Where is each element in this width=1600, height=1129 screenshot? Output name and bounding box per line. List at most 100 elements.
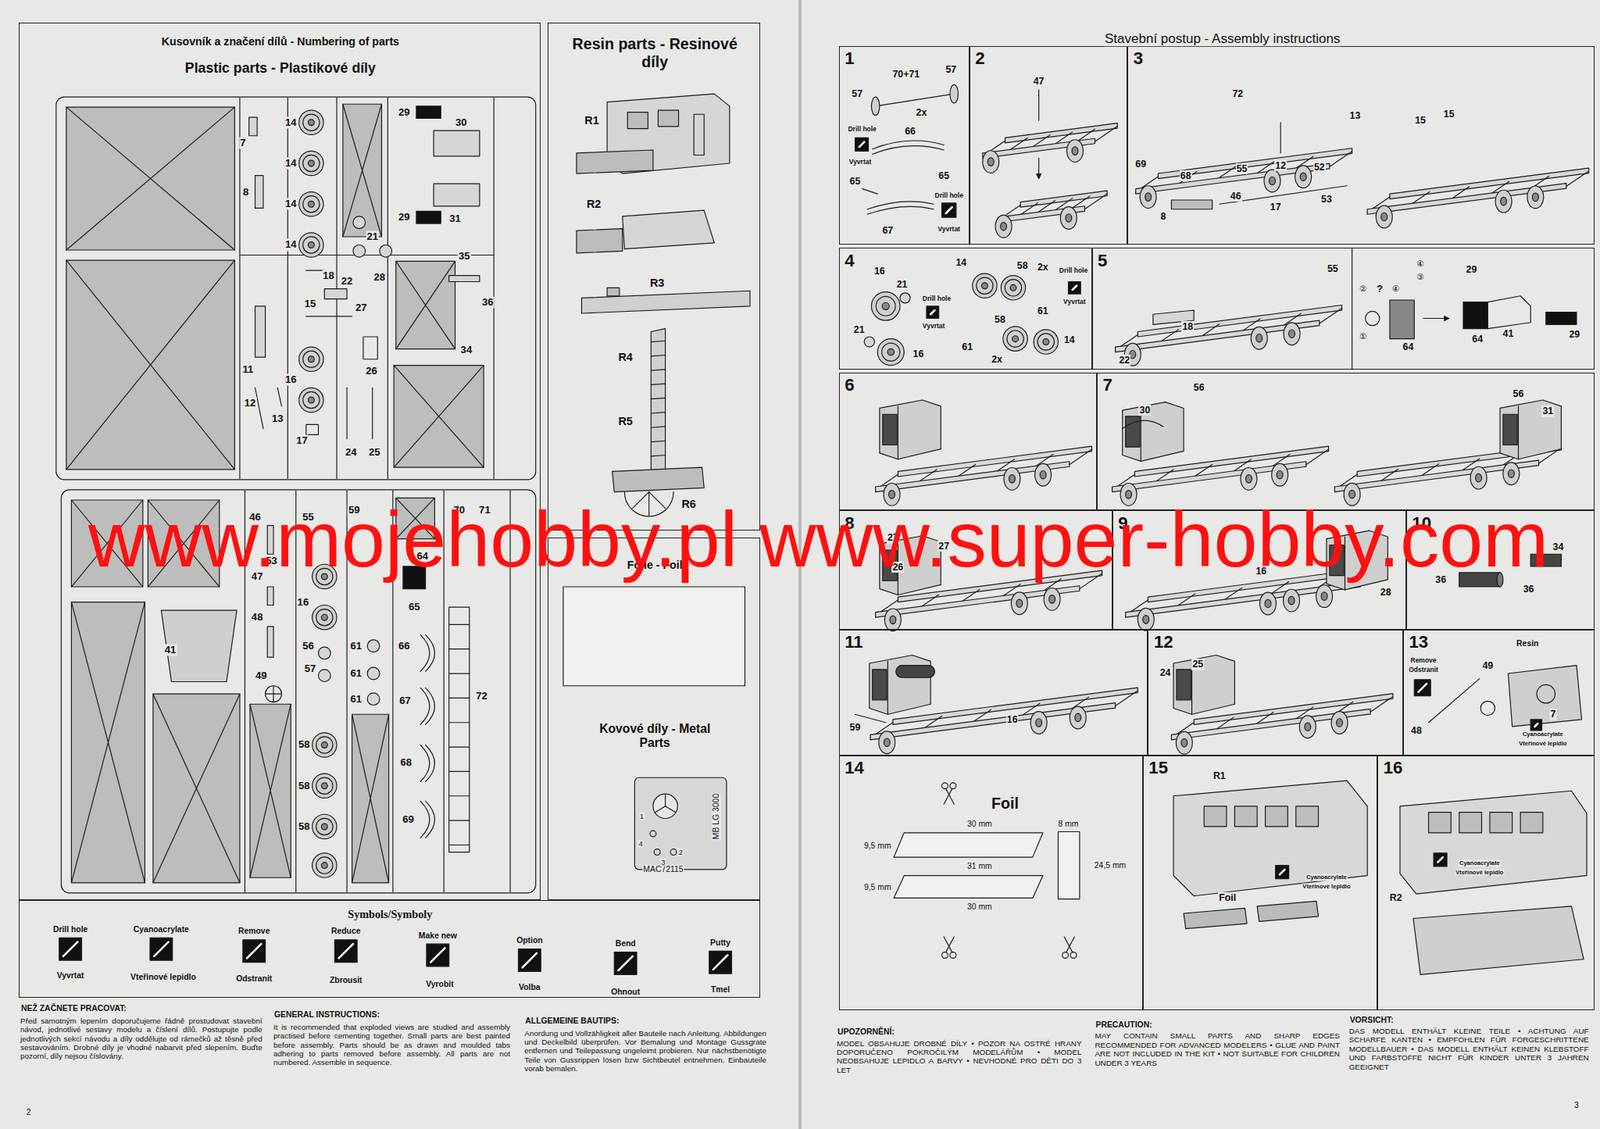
callout-label: 66	[903, 125, 917, 137]
wheel-rim	[303, 236, 320, 254]
line-art	[371, 387, 373, 439]
frame-rail	[1112, 461, 1307, 493]
symbol-icon	[855, 137, 869, 151]
ladder-rung	[650, 426, 665, 428]
wheel-rim	[303, 154, 320, 172]
cross-member	[1329, 151, 1353, 168]
engine-hood	[869, 655, 931, 715]
symbol-icon	[614, 952, 637, 975]
wheel-part	[299, 192, 324, 217]
symbol-icon-mark	[1418, 683, 1427, 692]
note-text: MAY CONTAIN SMALL PARTS AND SHARP EDGES …	[1094, 1031, 1340, 1068]
sprue-part	[250, 703, 291, 878]
callout-label: Zbrousit	[328, 975, 364, 986]
wheel-part	[982, 150, 1000, 174]
callout-label: 16	[284, 373, 298, 386]
bus-window	[1203, 806, 1227, 827]
callout-label: 18	[1181, 321, 1194, 333]
callout-label: 48	[1410, 725, 1423, 736]
bus-body	[1173, 780, 1368, 897]
ladder-rung	[449, 820, 470, 822]
axle	[875, 93, 955, 107]
symbol-icon	[242, 939, 266, 963]
frame-rail	[1334, 460, 1539, 492]
callout-label: Bend	[614, 939, 637, 949]
callout-label: 13	[271, 412, 285, 425]
leaf-spring	[420, 800, 430, 838]
callout-label: 57	[850, 88, 864, 100]
line-art	[655, 806, 666, 813]
note-text: DAS MODELL ENTHÄLT KLEINE TEILE • ACHTUN…	[1349, 1026, 1590, 1072]
note-heading: PRECAUTION:	[1094, 1020, 1153, 1030]
wheel-part	[299, 387, 324, 412]
cross-member	[1115, 690, 1139, 707]
ladder-rung	[650, 397, 665, 399]
part-outline	[267, 626, 274, 658]
step-box: 6	[839, 372, 1097, 511]
callout-label: 11	[241, 363, 254, 375]
callout-label: 58	[1016, 259, 1029, 271]
wheel-part	[1033, 329, 1058, 354]
wheel-hub	[1039, 470, 1047, 479]
sprue-part	[66, 107, 236, 250]
callout-label: Remove	[237, 927, 271, 937]
callout-label: Vteřinové lepidlo	[1301, 883, 1351, 891]
wheel-hub	[1276, 470, 1283, 479]
callout-label: ①	[1358, 332, 1368, 342]
symbol-icon	[1068, 281, 1082, 294]
callout-label: 26	[364, 365, 379, 378]
wheel-part	[312, 853, 337, 878]
part-outline	[607, 287, 620, 296]
round-part	[900, 292, 911, 304]
wheel-part	[1043, 587, 1061, 611]
sprue-part	[342, 103, 383, 237]
ladder-rung	[650, 369, 665, 371]
radiator-grille	[1389, 300, 1415, 340]
callout-label: 59	[849, 721, 862, 733]
wheel-hub	[1269, 176, 1276, 185]
panel-box: Symbols/Symboly	[18, 900, 761, 998]
wheel-part	[1175, 731, 1193, 754]
step-number: 14	[844, 757, 865, 779]
callout-label: 53	[1320, 193, 1333, 205]
callout-label: R1	[583, 114, 600, 128]
callout-label: Remove	[1409, 657, 1437, 665]
callout-label: 9,5 mm	[863, 841, 893, 851]
wheel-hub	[1075, 713, 1082, 722]
callout-label: Drill hole	[921, 295, 952, 304]
callout-label: R2	[585, 197, 602, 211]
callout-label: Vteřinové lepidlo	[129, 972, 197, 983]
callout-label: Odstranit	[235, 974, 273, 984]
sprue-runner	[493, 97, 495, 479]
sprue-part	[153, 693, 240, 883]
callout-label: 13	[1349, 109, 1362, 121]
step-number: 6	[844, 375, 854, 396]
callout-label: Cyanoacrylate	[132, 925, 190, 935]
line-art	[665, 806, 676, 813]
scissors-symbol	[946, 936, 954, 953]
callout-label: Ohnout	[610, 987, 641, 997]
callout-label: ③	[1415, 272, 1425, 283]
ladder-rung	[650, 383, 665, 385]
sprue-part	[396, 260, 456, 349]
wheel-hub	[321, 782, 328, 790]
part-outline	[324, 289, 347, 300]
wheel-part	[312, 605, 337, 630]
sprue-part	[352, 714, 390, 883]
wheel-hub	[307, 356, 315, 363]
frame-rail	[1367, 183, 1567, 215]
callout-label: 2	[678, 847, 684, 856]
round-part	[367, 692, 380, 706]
hood-part	[1487, 296, 1531, 329]
wheel-part	[1503, 462, 1520, 486]
wheel-part	[871, 292, 900, 322]
wheel-hub	[889, 615, 897, 624]
symbol-icon-mark	[946, 207, 953, 214]
symbol-icon-mark	[713, 955, 728, 970]
callout-label: 49	[1481, 659, 1494, 671]
wheel-part	[1283, 322, 1300, 346]
resin-part	[650, 328, 665, 483]
wheel-part	[1003, 467, 1021, 490]
callout-label: 17	[1269, 201, 1283, 213]
wheel-part	[1260, 592, 1277, 615]
